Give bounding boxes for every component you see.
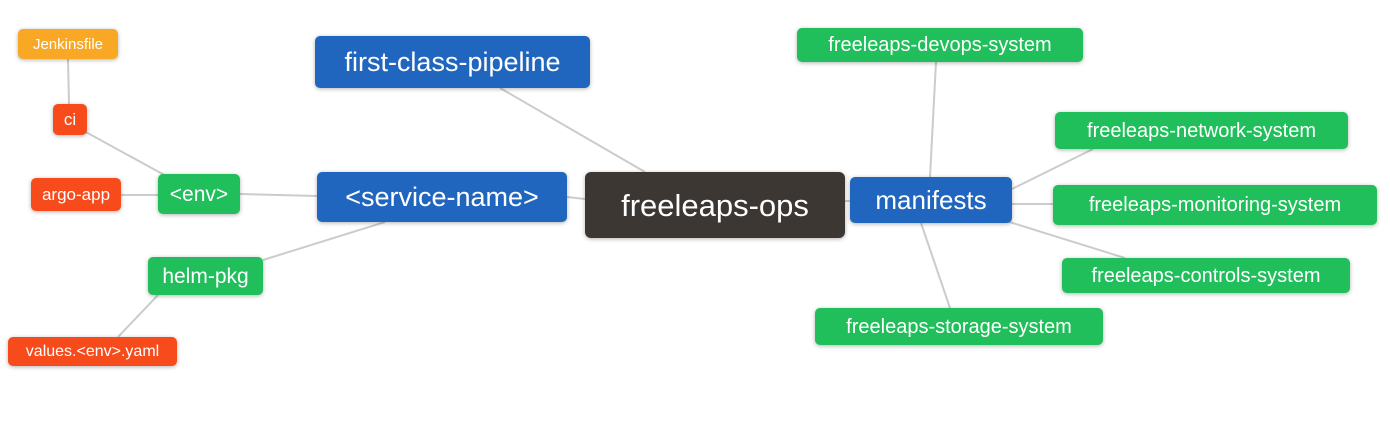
node-freeleaps-monitoring-system[interactable]: freeleaps-monitoring-system xyxy=(1053,185,1377,225)
node-freeleaps-controls-system[interactable]: freeleaps-controls-system xyxy=(1062,258,1350,293)
edge-pipeline-freeleaps-ops xyxy=(499,87,646,173)
node-first-class-pipeline[interactable]: first-class-pipeline xyxy=(315,36,590,88)
node-freeleaps-ops[interactable]: freeleaps-ops xyxy=(585,172,845,238)
edge-helm-pkg-service-name xyxy=(262,221,386,261)
node-freeleaps-network-system[interactable]: freeleaps-network-system xyxy=(1055,112,1348,149)
edge-service-name-freeleaps-ops xyxy=(566,196,586,200)
edge-manifests-controls xyxy=(1002,219,1126,259)
node-env[interactable]: <env> xyxy=(158,174,240,214)
edge-jenkinsfile-ci xyxy=(67,58,70,105)
edge-manifests-devops xyxy=(929,61,937,178)
edge-ci-env xyxy=(83,130,169,178)
node-jenkinsfile[interactable]: Jenkinsfile xyxy=(18,29,118,59)
node-ci[interactable]: ci xyxy=(53,104,87,135)
node-service-name[interactable]: <service-name> xyxy=(317,172,567,222)
node-helm-pkg[interactable]: helm-pkg xyxy=(148,257,263,295)
node-freeleaps-storage-system[interactable]: freeleaps-storage-system xyxy=(815,308,1103,345)
node-freeleaps-devops-system[interactable]: freeleaps-devops-system xyxy=(797,28,1083,62)
node-argo-app[interactable]: argo-app xyxy=(31,178,121,211)
edge-values-helm-pkg xyxy=(117,294,159,338)
edge-env-service-name xyxy=(239,193,318,197)
node-values-env-yaml[interactable]: values.<env>.yaml xyxy=(8,337,177,366)
node-manifests[interactable]: manifests xyxy=(850,177,1012,223)
edge-manifests-storage xyxy=(920,222,951,309)
edge-manifests-network xyxy=(1011,148,1094,190)
